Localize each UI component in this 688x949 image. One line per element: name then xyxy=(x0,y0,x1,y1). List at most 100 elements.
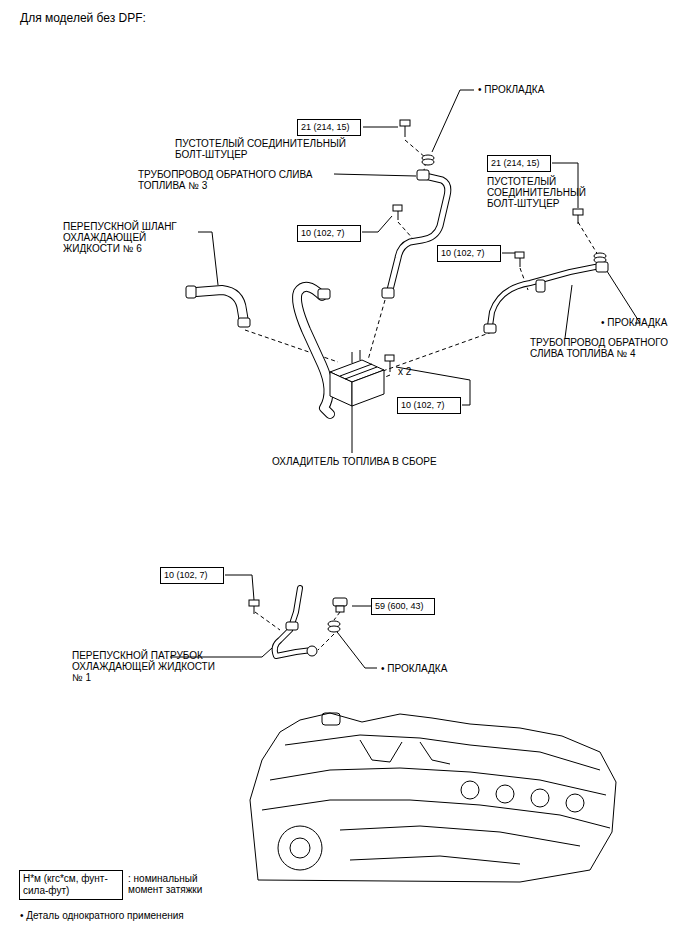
drawing-line xyxy=(398,222,414,240)
drawing-rect xyxy=(382,288,394,298)
torque-spec-box: 10 (102, 7) xyxy=(297,225,361,242)
drawing-line xyxy=(334,612,340,620)
drawing-circle xyxy=(566,794,584,812)
drawing-rect xyxy=(536,280,545,292)
drawing-line xyxy=(360,350,361,360)
drawing-rect xyxy=(322,713,340,725)
drawing-line xyxy=(520,258,521,267)
part-label: x 2 xyxy=(398,366,411,377)
drawing-circle xyxy=(290,838,310,858)
drawing-line xyxy=(318,634,334,650)
drawing-path xyxy=(490,266,600,326)
drawing-rect xyxy=(286,622,298,630)
legend-torque-box: Н*м (кгс*см, фунт-сила-фут) xyxy=(19,870,123,900)
torque-value: 59 (600, 43) xyxy=(375,601,431,612)
drawing-path xyxy=(297,287,330,414)
drawing-path xyxy=(285,735,600,770)
drawing-line xyxy=(390,361,391,372)
drawing-line xyxy=(398,211,399,220)
drawing-line xyxy=(405,140,426,158)
drawing-path xyxy=(196,290,244,322)
drawing-polyline xyxy=(334,628,377,668)
drawing-circle xyxy=(461,781,479,799)
part-label: ОХЛАДИТЕЛЬ ТОПЛИВА В СБОРЕ xyxy=(272,456,437,467)
drawing-rect xyxy=(400,120,410,126)
drawing-rect xyxy=(573,209,583,215)
drawing-line xyxy=(255,612,280,630)
drawing-polyline xyxy=(362,216,392,232)
drawing-path xyxy=(275,588,312,656)
torque-value: 10 (102, 7) xyxy=(164,570,220,581)
drawing-rect xyxy=(417,170,429,180)
drawing-polyline xyxy=(352,403,353,453)
drawing-circle xyxy=(531,789,549,807)
torque-value: 21 (214, 15) xyxy=(491,158,547,169)
torque-spec-box: 10 (102, 7) xyxy=(160,567,224,584)
drawing-line xyxy=(405,126,406,137)
drawing-line xyxy=(578,215,579,224)
part-label: : номинальный момент затяжки xyxy=(128,873,233,895)
drawing-ellipse xyxy=(422,159,434,165)
part-label: • ПРОКЛАДКА xyxy=(478,84,544,95)
torque-value: 10 (102, 7) xyxy=(301,228,357,239)
drawing-path xyxy=(196,290,244,322)
drawing-rect xyxy=(336,606,344,612)
part-label: ПЕРЕПУСКНОЙ ШЛАНГ ОХЛАЖДАЮЩЕЙ ЖИДКОСТИ №… xyxy=(63,221,188,254)
drawing-polygon xyxy=(352,370,384,406)
drawing-rect xyxy=(515,252,524,258)
drawing-polyline xyxy=(432,90,474,152)
part-label: • ПРОКЛАДКА xyxy=(601,317,667,328)
drawing-circle xyxy=(307,646,317,656)
tubes xyxy=(196,176,600,656)
hardware xyxy=(186,120,608,656)
drawing-rect xyxy=(393,205,402,211)
drawing-rect xyxy=(318,289,330,299)
drawing-ellipse xyxy=(328,626,340,632)
drawing-rect xyxy=(385,355,394,361)
drawing-path xyxy=(250,713,616,882)
engine-sketch xyxy=(250,713,616,882)
drawing-polyline xyxy=(225,575,254,600)
drawing-polyline xyxy=(198,232,218,285)
part-label: ТРУБОПРОВОД ОБРАТНОГО СЛИВА ТОПЛИВА № 3 xyxy=(138,169,333,191)
drawing-line xyxy=(368,300,385,360)
drawing-polyline xyxy=(605,268,640,323)
drawing-line xyxy=(380,332,492,372)
drawing-rect xyxy=(484,324,496,333)
drawing-polyline xyxy=(363,127,398,128)
torque-value: 10 (102, 7) xyxy=(401,400,457,411)
torque-spec-box: 10 (102, 7) xyxy=(397,397,461,414)
drawing-circle xyxy=(496,785,514,803)
part-label: ПЕРЕПУСКНОЙ ПАТРУБОК ОХЛАЖДАЮЩЕЙ ЖИДКОСТ… xyxy=(72,650,222,683)
drawing-rect xyxy=(186,286,196,298)
torque-value: 10 (102, 7) xyxy=(441,248,497,259)
drawing-path xyxy=(262,800,610,828)
part-label: ТРУБОПРОВОД ОБРАТНОГО СЛИВА ТОПЛИВА № 4 xyxy=(530,337,688,359)
drawing-path xyxy=(340,826,580,846)
drawing-path xyxy=(360,740,402,762)
torque-spec-box: 21 (214, 15) xyxy=(487,155,551,172)
drawing-path xyxy=(420,742,450,764)
drawing-line xyxy=(345,367,377,379)
drawing-path xyxy=(350,856,520,864)
drawing-rect xyxy=(249,600,259,606)
drawing-line xyxy=(340,364,372,376)
drawing-polyline xyxy=(334,174,416,176)
drawing-line xyxy=(578,222,598,255)
assembly-lines xyxy=(245,140,598,650)
drawing-path xyxy=(297,287,330,414)
torque-spec-box: 10 (102, 7) xyxy=(437,245,501,262)
drawing-rect xyxy=(333,598,347,606)
drawing-path xyxy=(270,768,606,795)
page-title: Для моделей без DPF: xyxy=(20,11,146,25)
drawing-path xyxy=(490,266,600,326)
drawing-line xyxy=(245,330,338,362)
part-label: • ПРОКЛАДКА xyxy=(381,663,447,674)
drawing-circle xyxy=(278,826,322,870)
torque-spec-box: 59 (600, 43) xyxy=(371,598,435,615)
part-label: ПУСТОТЕЛЫЙ СОЕДИНИТЕЛЬНЫЙ БОЛТ-ШТУЦЕР xyxy=(175,138,360,160)
torque-spec-box: 21 (214, 15) xyxy=(297,119,361,136)
drawing-path xyxy=(390,176,448,290)
drawing-path xyxy=(390,176,448,290)
